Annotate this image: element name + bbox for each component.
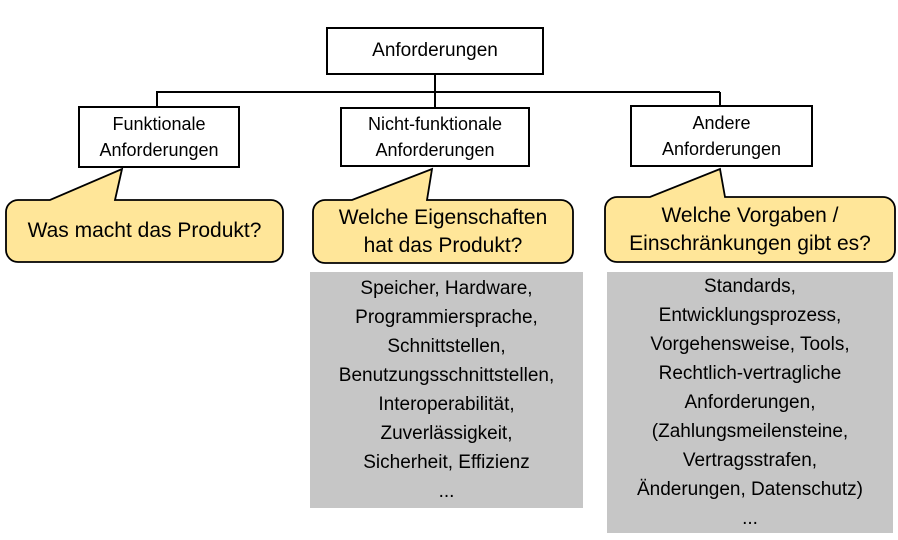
detail-box-andere: Standards, Entwicklungsprozess, Vorgehen… [607, 272, 893, 533]
callout-bubble-middle [312, 167, 574, 264]
callout-text-funktionale: Was macht das Produkt? [27, 219, 262, 242]
node-funktionale-anforderungen[interactable]: Funktionale Anforderungen [78, 106, 240, 168]
callout-text-andere: Welche Vorgaben / Einschränkungen gibt e… [629, 203, 871, 255]
callout-bubble-left [5, 167, 284, 263]
node-nicht-funktionale-anforderungen[interactable]: Nicht-funktionale Anforderungen [340, 107, 530, 167]
node-andere-anforderungen[interactable]: Andere Anforderungen [630, 105, 813, 167]
callout-text-nicht-funktionale: Welche Eigenschaften hat das Produkt? [338, 205, 548, 257]
callout-bubble-right [604, 167, 896, 263]
node-anforderungen[interactable]: Anforderungen [326, 27, 544, 75]
detail-box-nicht-funktionale: Speicher, Hardware, Programmiersprache, … [310, 272, 583, 508]
tree-connector-lines [156, 75, 721, 107]
